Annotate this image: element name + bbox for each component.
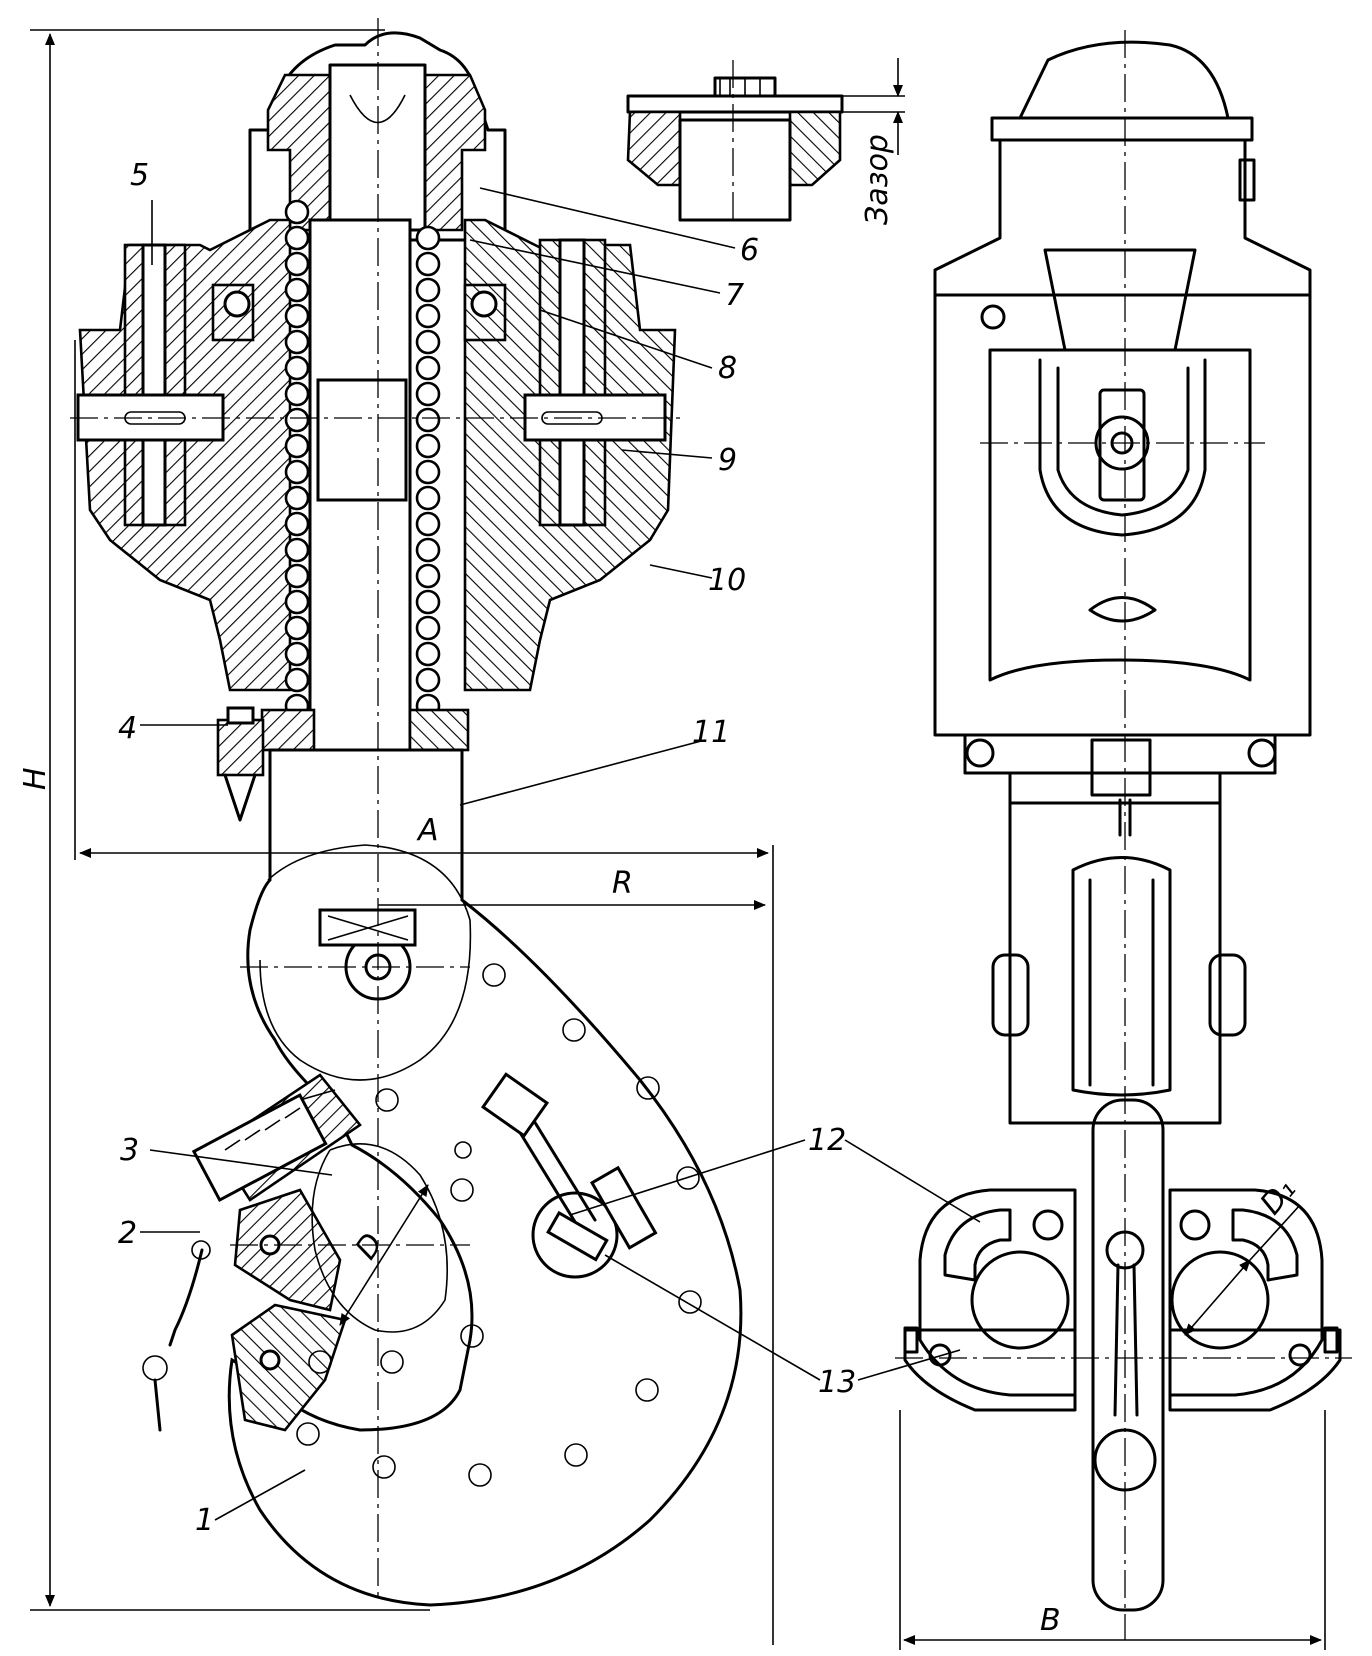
gap-detail [626,58,905,225]
side-pulley-left [970,1250,1070,1350]
callout-2: 2 [118,1216,137,1251]
dim-a: A [416,813,439,848]
dim-gap: Зазор [860,134,895,225]
hook-tip-section [230,1303,347,1432]
dim-d: D [349,1227,391,1266]
callout-labels: 1 2 3 4 5 6 7 8 9 10 11 12 13 [118,158,856,1538]
front-section-view [70,18,743,1607]
callout-8: 8 [718,351,737,386]
callout-10: 10 [708,563,746,598]
grease-nipple [216,706,265,822]
spring-right [415,225,441,719]
axle-left [76,393,225,442]
callout-13: 13 [818,1365,856,1400]
dimension-labels: H A R B D D₁ Зазор [18,134,1303,1638]
callout-6: 6 [740,233,759,268]
side-top-cap [1018,40,1230,120]
safety-chain [142,1089,336,1432]
callout-3: 3 [120,1133,139,1168]
callout-12: 12 [808,1123,846,1158]
callout-5: 5 [130,158,149,193]
dim-r: R [612,866,633,901]
axle-right [523,393,667,442]
callout-7: 7 [725,278,744,313]
latch-lever [480,1072,658,1279]
side-view [895,30,1352,1640]
callout-4: 4 [118,711,137,746]
callout-leaders [140,187,981,1521]
dimension-lines [30,29,1326,1650]
callout-9: 9 [718,443,737,478]
dim-b: B [1040,1603,1061,1638]
callout-1: 1 [195,1503,214,1538]
side-pulley-right [1170,1250,1270,1350]
spring-left [284,199,310,719]
plate-rivets [296,963,702,1487]
dim-h: H [18,767,53,790]
callout-11: 11 [692,715,730,750]
top-nut-section-right [423,73,487,232]
hook-body [227,748,743,1607]
